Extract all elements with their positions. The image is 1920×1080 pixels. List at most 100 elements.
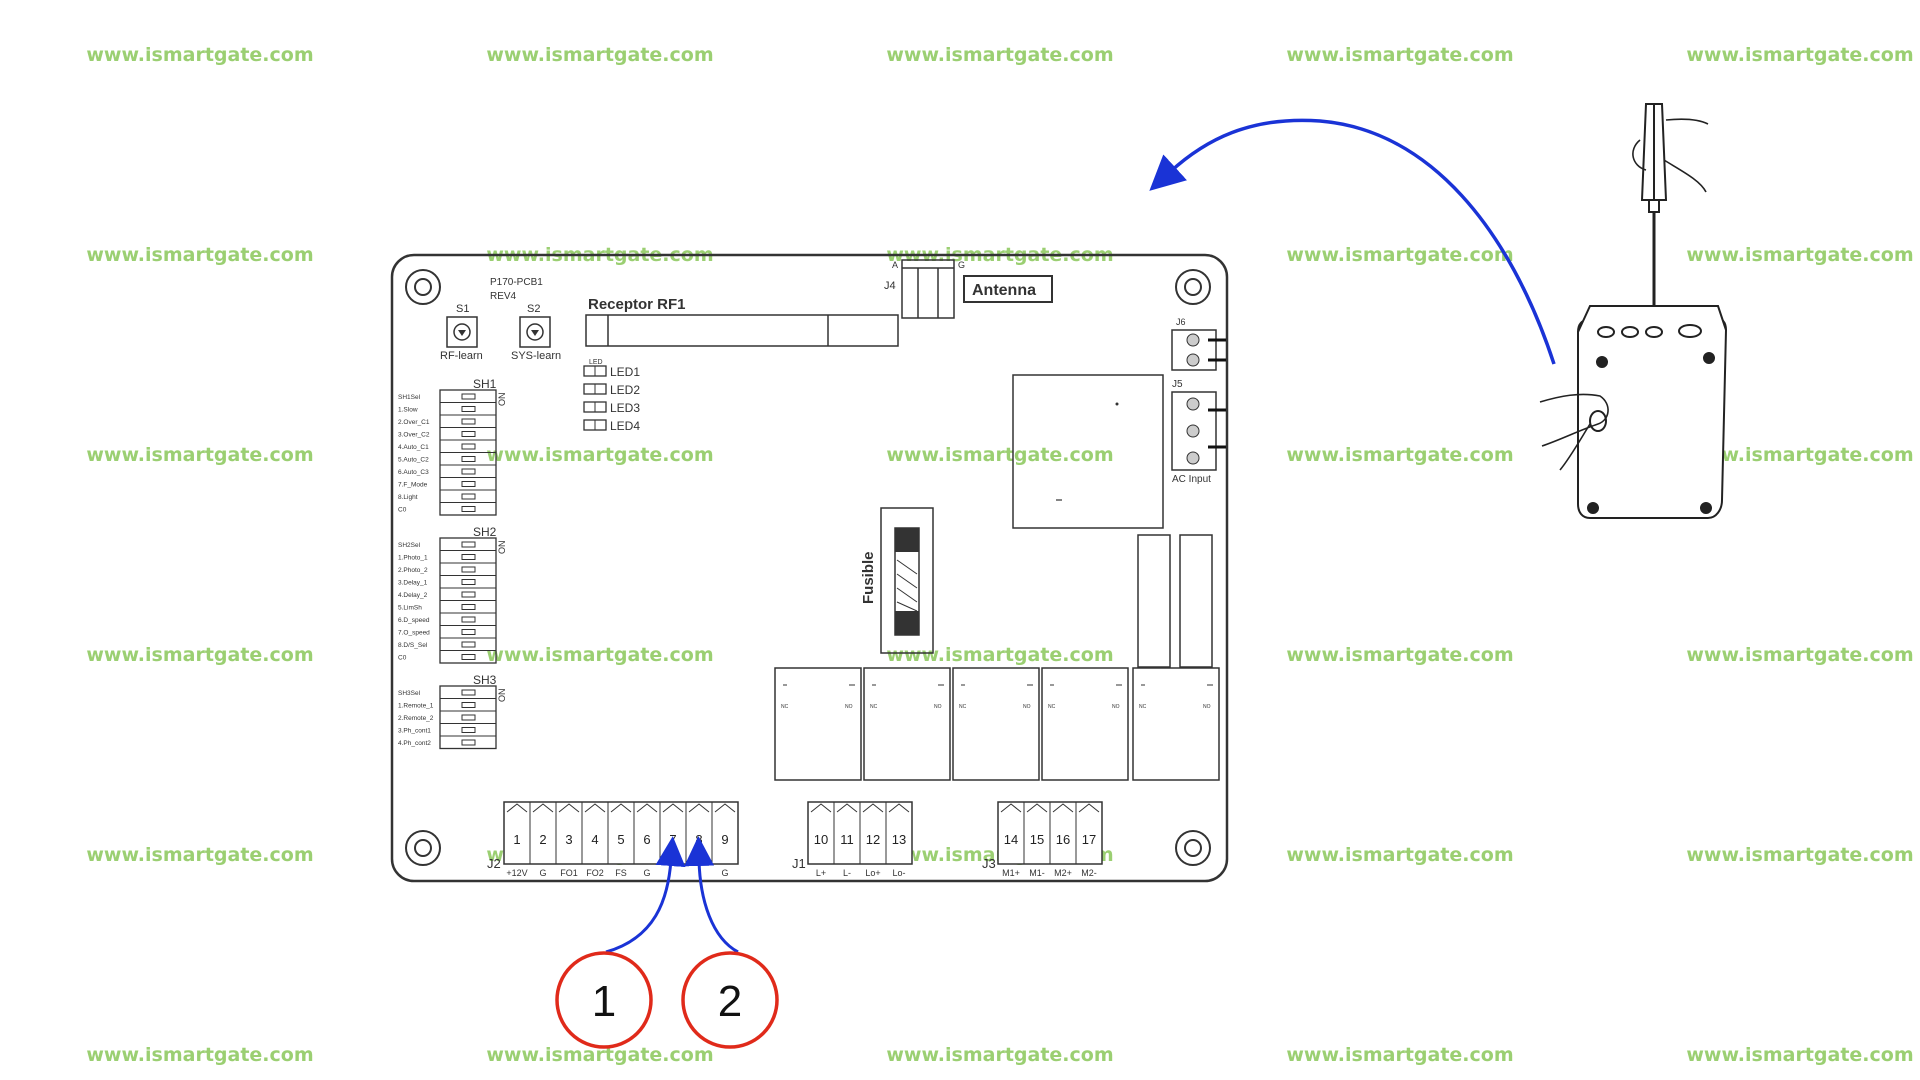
terminal-pin: 5FS	[607, 802, 632, 878]
svg-text:J1: J1	[792, 856, 806, 871]
svg-text:6.D_speed: 6.D_speed	[398, 617, 430, 624]
svg-text:NC: NC	[959, 704, 967, 710]
svg-text:2: 2	[718, 977, 742, 1026]
svg-text:C0: C0	[398, 507, 407, 514]
led-4: LED4	[583, 419, 640, 433]
dip-block-sh1: SH1ONSH1Sel1.Slow2.Over_C13.Over_C24.Aut…	[398, 377, 507, 516]
svg-text:NC: NC	[781, 704, 789, 710]
svg-text:3: 3	[565, 832, 572, 847]
dip-block-sh2: SH2ONSH2Sel1.Photo_12.Photo_23.Delay_14.…	[398, 525, 507, 664]
led-3: LED3	[583, 401, 640, 415]
ac-input-label: AC Input	[1172, 474, 1211, 485]
svg-text:1: 1	[592, 977, 616, 1026]
svg-text:13: 13	[892, 832, 906, 847]
antenna-label: Antenna	[972, 282, 1036, 299]
install-direction-arrow	[1149, 118, 1556, 365]
antenna-connector-label: J4	[884, 280, 896, 292]
antenna-label-box	[963, 275, 1053, 303]
svg-text:LED2: LED2	[610, 383, 640, 397]
dip-block-sh3: SH3ONSH3Sel1.Remote_12.Remote_23.Ph_cont…	[398, 673, 507, 750]
svg-text:FO1: FO1	[560, 868, 578, 878]
svg-text:1.Photo_1: 1.Photo_1	[398, 555, 428, 562]
svg-text:G: G	[539, 868, 546, 878]
marker-2: 2	[681, 951, 779, 1049]
svg-text:7.O_speed: 7.O_speed	[398, 630, 430, 637]
antenna-connector	[901, 259, 955, 319]
svg-text:9: 9	[721, 832, 728, 847]
svg-text:3.Ph_cont1: 3.Ph_cont1	[398, 728, 431, 735]
antenna-pin-a: A	[892, 260, 898, 270]
svg-text:S2: S2	[527, 303, 540, 315]
svg-text:11: 11	[840, 832, 854, 847]
svg-text:SH2: SH2	[473, 525, 497, 539]
svg-text:4.Delay_2: 4.Delay_2	[398, 592, 428, 599]
svg-text:7: 7	[669, 832, 676, 847]
watermark-text: www.ismartgate.com	[1286, 1044, 1514, 1066]
svg-text:ON: ON	[497, 689, 507, 703]
mounting-holes	[405, 269, 1211, 866]
svg-text:G: G	[643, 868, 650, 878]
svg-text:1.Slow: 1.Slow	[398, 407, 418, 414]
svg-text:NO: NO	[1112, 704, 1120, 710]
svg-text:4: 4	[591, 832, 598, 847]
watermark-text: www.ismartgate.com	[86, 1044, 314, 1066]
svg-text:SH1Sel: SH1Sel	[398, 394, 421, 401]
svg-text:5.Auto_C2: 5.Auto_C2	[398, 457, 429, 464]
ac-input-connector	[1171, 391, 1226, 471]
watermark-text: www.ismartgate.com	[886, 444, 1114, 466]
antenna-pin-g: G	[958, 260, 965, 270]
wire-to-marker-2	[684, 836, 739, 954]
j6-label: J6	[1176, 317, 1186, 327]
pcb-board-outline	[390, 253, 1229, 883]
svg-text:8.Light: 8.Light	[398, 494, 418, 501]
svg-text:12: 12	[866, 832, 880, 847]
watermark-text: www.ismartgate.com	[886, 644, 1114, 666]
svg-text:2.Over_C1: 2.Over_C1	[398, 419, 430, 426]
watermark-text: www.ismartgate.com	[1286, 444, 1514, 466]
svg-text:6.Auto_C3: 6.Auto_C3	[398, 469, 429, 476]
svg-text:8: 8	[695, 832, 702, 847]
receptor-module	[585, 314, 899, 347]
svg-text:ON: ON	[497, 541, 507, 555]
terminal-pin: 1+12V	[506, 803, 528, 878]
j6-connector	[1171, 329, 1226, 371]
enclosure-illustration	[1539, 103, 1728, 519]
svg-text:5: 5	[617, 832, 624, 847]
watermark-text: www.ismartgate.com	[1686, 644, 1914, 666]
watermark-text: www.ismartgate.com	[486, 444, 714, 466]
terminal-pin: 11L-	[833, 802, 858, 878]
svg-text:6: 6	[643, 832, 650, 847]
board-rev: REV4	[490, 291, 517, 302]
svg-text:SYS-learn: SYS-learn	[511, 350, 561, 362]
svg-text:M2+: M2+	[1054, 868, 1072, 878]
svg-text:FS: FS	[615, 868, 627, 878]
transformer-block	[1012, 374, 1164, 529]
watermark-text: www.ismartgate.com	[1686, 844, 1914, 866]
watermark-text: www.ismartgate.com	[486, 1044, 714, 1066]
svg-text:1: 1	[513, 832, 520, 847]
watermark-text: www.ismartgate.com	[1286, 844, 1514, 866]
svg-text:C0: C0	[398, 655, 407, 662]
fuse-holder	[880, 507, 934, 654]
svg-text:M1+: M1+	[1002, 868, 1020, 878]
led-2: LED2	[583, 383, 640, 397]
svg-text:L-: L-	[843, 868, 851, 878]
svg-text:RF-learn: RF-learn	[440, 350, 483, 362]
dip-switch-blocks: SH1ONSH1Sel1.Slow2.Over_C13.Over_C24.Aut…	[398, 377, 507, 750]
svg-text:SH3: SH3	[473, 673, 497, 687]
terminal-pin: 6G	[633, 802, 658, 878]
svg-text:SH3Sel: SH3Sel	[398, 690, 421, 697]
svg-text:ON: ON	[497, 393, 507, 407]
hand-icon	[1632, 118, 1709, 193]
svg-text:Lo+: Lo+	[865, 868, 880, 878]
